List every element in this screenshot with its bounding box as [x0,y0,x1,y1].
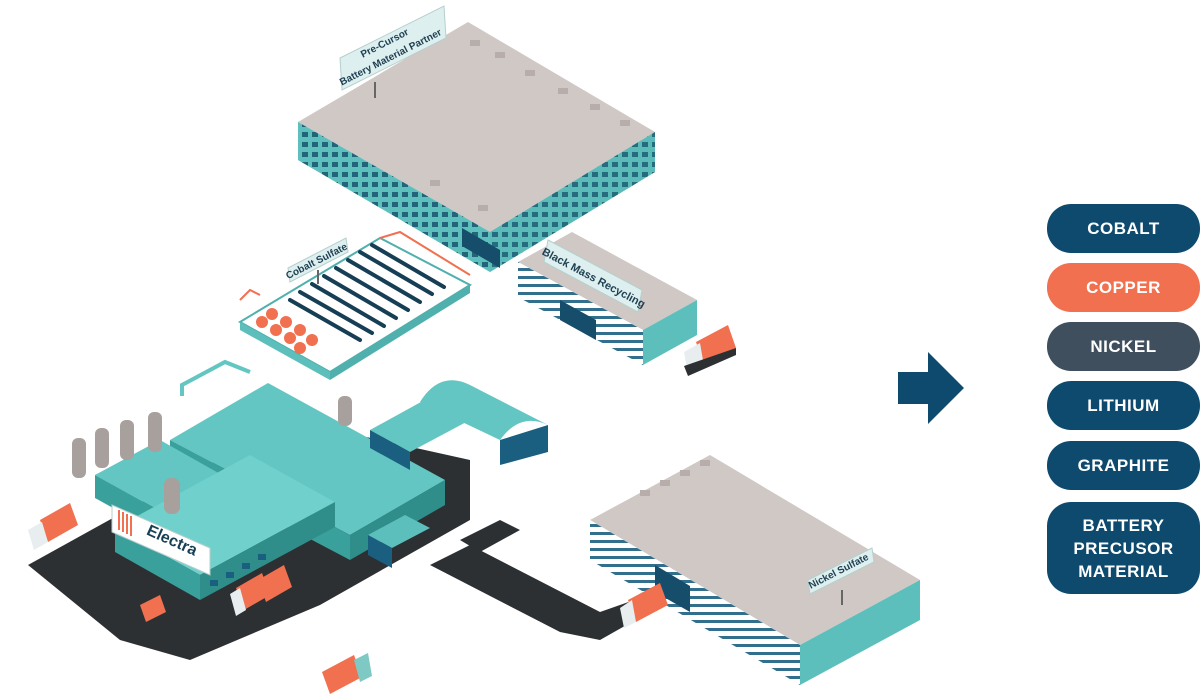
black-mass-building: Black Mass Recycling [518,232,697,365]
material-label-nickel: NICKEL [1090,337,1157,356]
material-label-battery-precursor: BATTERY PRECUSOR MATERIAL [1073,515,1174,581]
material-pill-copper: COPPER [1047,263,1200,312]
nickel-sulfate-building [590,455,920,685]
material-label-graphite: GRAPHITE [1077,456,1170,475]
material-label-copper: COPPER [1086,278,1161,297]
pipe-connector [180,359,251,396]
material-label-lithium: LITHIUM [1087,396,1160,415]
material-pill-battery-precursor: BATTERY PRECUSOR MATERIAL [1047,502,1200,594]
material-pill-lithium: LITHIUM [1047,381,1200,430]
material-label-cobalt: COBALT [1087,219,1160,238]
material-pill-graphite: GRAPHITE [1047,441,1200,490]
cobalt-sulfate-facility [238,230,473,380]
right-arrow-icon [898,352,964,424]
trucks-electra [28,503,292,622]
precursor-building [298,22,655,272]
material-pill-cobalt: COBALT [1047,204,1200,253]
trucks-nickel [322,583,668,694]
truck-black-mass [684,325,736,376]
material-pill-nickel: NICKEL [1047,322,1200,371]
